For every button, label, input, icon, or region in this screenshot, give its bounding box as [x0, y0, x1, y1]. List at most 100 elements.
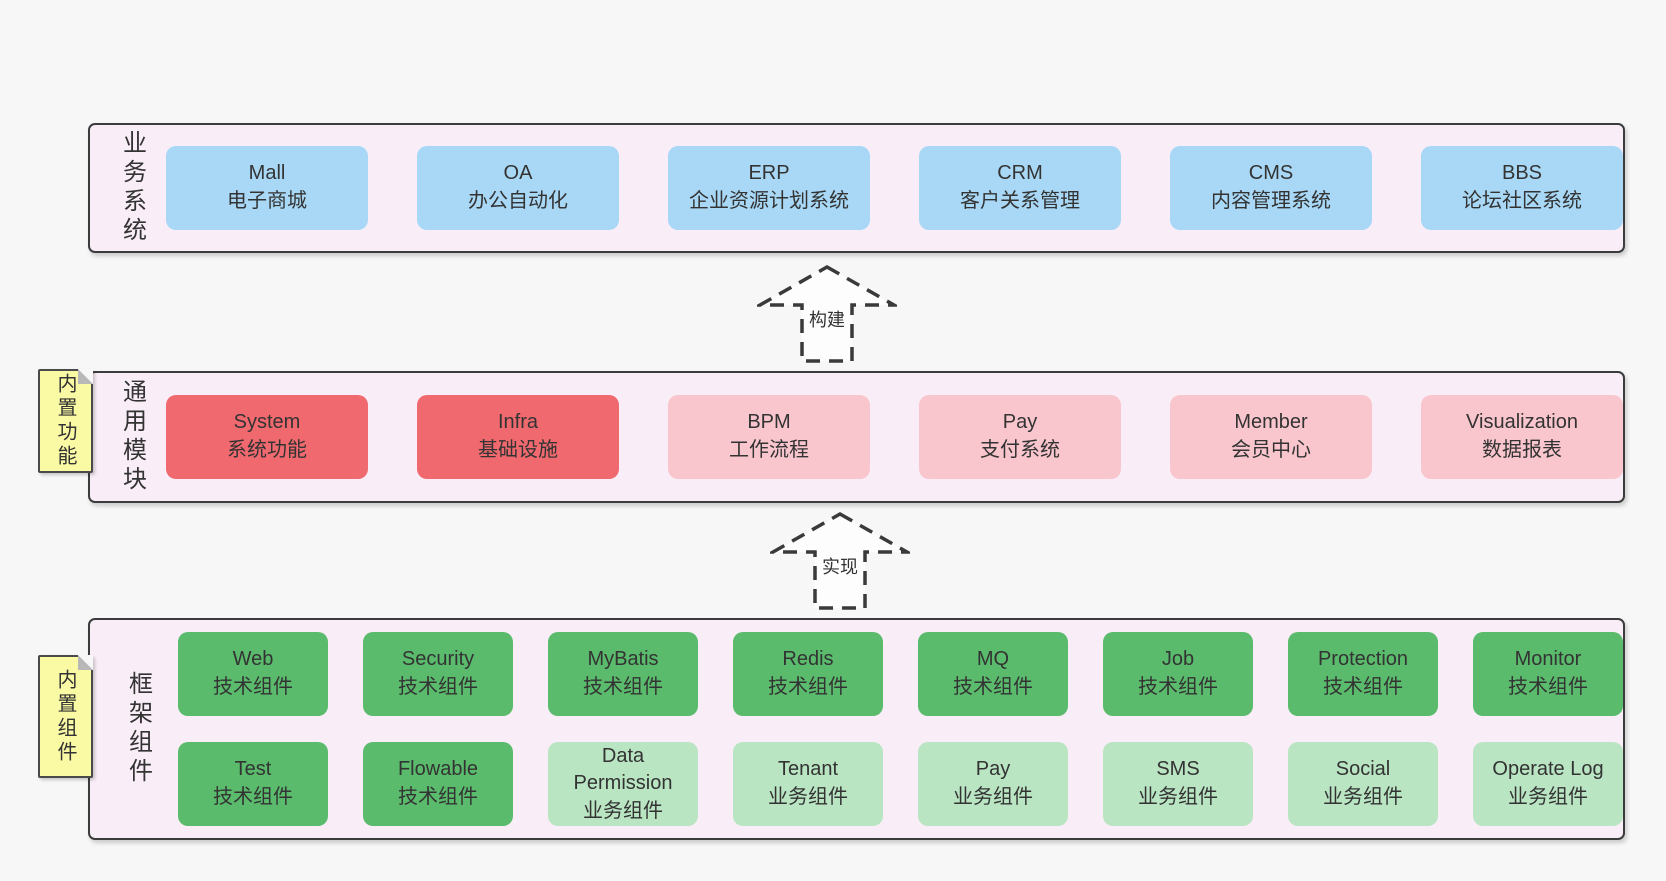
box-subtitle: 工作流程 — [729, 439, 809, 461]
box-subtitle: 系统功能 — [227, 439, 307, 461]
box-subtitle: 技术组件 — [1508, 676, 1588, 698]
box-subtitle: 业务组件 — [1323, 786, 1403, 808]
common-modules-row: System 系统功能 Infra 基础设施 BPM 工作流程 Pay 支付系统 Member 会… — [166, 395, 1623, 479]
box-title: Protection — [1317, 648, 1409, 671]
box-title: Mall — [248, 162, 286, 185]
component-box-data-permission: Data Permission 业务组件 — [548, 742, 698, 826]
box-title: BPM — [747, 411, 791, 434]
box-subtitle: 技术组件 — [213, 786, 293, 808]
box-subtitle: 支付系统 — [980, 439, 1060, 461]
sticky-note-builtin-functions-text: 内置功能 — [54, 373, 76, 469]
module-box-bpm: BPM 工作流程 — [668, 395, 870, 479]
box-subtitle: 技术组件 — [1323, 676, 1403, 698]
component-box-redis: Redis 技术组件 — [733, 632, 883, 716]
box-subtitle: 办公自动化 — [468, 190, 568, 212]
box-subtitle: 企业资源计划系统 — [689, 190, 849, 212]
component-box-social: Social 业务组件 — [1288, 742, 1438, 826]
box-subtitle: 技术组件 — [583, 676, 663, 698]
box-subtitle: 技术组件 — [953, 676, 1033, 698]
box-title: BBS — [1501, 162, 1543, 185]
box-title: Test — [234, 758, 272, 781]
box-title: System — [233, 411, 301, 434]
sticky-note-builtin-functions: 内置功能 — [38, 369, 93, 473]
component-box-job: Job 技术组件 — [1103, 632, 1253, 716]
box-title: Visualization — [1466, 411, 1578, 434]
box-subtitle: 业务组件 — [583, 799, 663, 822]
box-title: MyBatis — [587, 648, 659, 671]
module-box-infra: Infra 基础设施 — [417, 395, 619, 479]
box-subtitle: 业务组件 — [953, 786, 1033, 808]
implement-arrow-label: 实现 — [819, 553, 861, 579]
box-subtitle: 业务组件 — [1508, 786, 1588, 808]
module-box-pay: Pay 支付系统 — [919, 395, 1121, 479]
box-title: SMS — [1156, 758, 1200, 781]
box-subtitle: 技术组件 — [398, 676, 478, 698]
box-subtitle: 技术组件 — [213, 676, 293, 698]
box-title: Monitor — [1514, 648, 1582, 671]
box-title: Social — [1335, 758, 1391, 781]
module-box-system: System 系统功能 — [166, 395, 368, 479]
box-subtitle: 技术组件 — [1138, 676, 1218, 698]
component-box-sms: SMS 业务组件 — [1103, 742, 1253, 826]
component-box-web: Web 技术组件 — [178, 632, 328, 716]
box-title: Flowable — [397, 758, 479, 781]
component-box-mybatis: MyBatis 技术组件 — [548, 632, 698, 716]
box-subtitle: 会员中心 — [1231, 439, 1311, 461]
box-subtitle: 电子商城 — [227, 190, 307, 212]
component-box-pay: Pay 业务组件 — [918, 742, 1068, 826]
business-box-erp: ERP 企业资源计划系统 — [668, 146, 870, 230]
box-title: CMS — [1248, 162, 1294, 185]
component-box-flowable: Flowable 技术组件 — [363, 742, 513, 826]
box-title: CRM — [997, 162, 1043, 185]
component-box-tenant: Tenant 业务组件 — [733, 742, 883, 826]
box-subtitle: 内容管理系统 — [1211, 190, 1331, 212]
sticky-note-builtin-components-text: 内置组件 — [54, 668, 76, 765]
component-box-security: Security 技术组件 — [363, 632, 513, 716]
box-subtitle: 业务组件 — [1138, 786, 1218, 808]
component-box-test: Test 技术组件 — [178, 742, 328, 826]
box-subtitle: 论坛社区系统 — [1462, 190, 1582, 212]
band-label-business-systems: 业务系统 — [118, 130, 146, 246]
band-label-framework-components: 框架组件 — [124, 671, 152, 787]
module-box-member: Member 会员中心 — [1170, 395, 1372, 479]
box-subtitle: 客户关系管理 — [960, 190, 1080, 212]
build-arrow-label: 构建 — [806, 306, 848, 332]
box-title: Pay — [1002, 411, 1038, 434]
box-subtitle: 数据报表 — [1482, 439, 1562, 461]
business-systems-row: Mall 电子商城 OA 办公自动化 ERP 企业资源计划系统 CRM 客户关系管理 CMS 内容… — [166, 146, 1623, 230]
business-box-cms: CMS 内容管理系统 — [1170, 146, 1372, 230]
box-title: Tenant — [777, 758, 839, 781]
box-title: MQ — [976, 648, 1010, 671]
box-title: Data Permission — [573, 744, 673, 795]
band-label-common-modules: 通用模块 — [118, 379, 146, 495]
component-box-operate-log: Operate Log 业务组件 — [1473, 742, 1623, 826]
box-title: Infra — [497, 411, 539, 434]
box-subtitle: 技术组件 — [768, 676, 848, 698]
box-subtitle: 基础设施 — [478, 439, 558, 461]
box-title: Operate Log — [1492, 758, 1604, 781]
box-title: Web — [232, 648, 274, 671]
box-title: Job — [1161, 648, 1195, 671]
implement-arrow: 实现 — [770, 511, 910, 611]
box-title: ERP — [748, 162, 790, 185]
component-box-monitor: Monitor 技术组件 — [1473, 632, 1623, 716]
box-title: Security — [401, 648, 475, 671]
business-box-oa: OA 办公自动化 — [417, 146, 619, 230]
band-common-modules: 通用模块 System 系统功能 Infra 基础设施 BPM 工作流程 Pay 支付系统 Me… — [88, 371, 1625, 503]
box-subtitle: 技术组件 — [398, 786, 478, 808]
band-business-systems: 业务系统 Mall 电子商城 OA 办公自动化 ERP 企业资源计划系统 CRM 客户关系管理… — [88, 123, 1625, 253]
business-box-crm: CRM 客户关系管理 — [919, 146, 1121, 230]
box-title: OA — [503, 162, 533, 185]
box-title: Redis — [782, 648, 834, 671]
box-title: Pay — [975, 758, 1011, 781]
business-box-bbs: BBS 论坛社区系统 — [1421, 146, 1623, 230]
module-box-visualization: Visualization 数据报表 — [1421, 395, 1623, 479]
component-box-protection: Protection 技术组件 — [1288, 632, 1438, 716]
box-subtitle: 业务组件 — [768, 786, 848, 808]
sticky-note-builtin-components: 内置组件 — [38, 655, 93, 778]
box-title: Member — [1234, 411, 1308, 434]
